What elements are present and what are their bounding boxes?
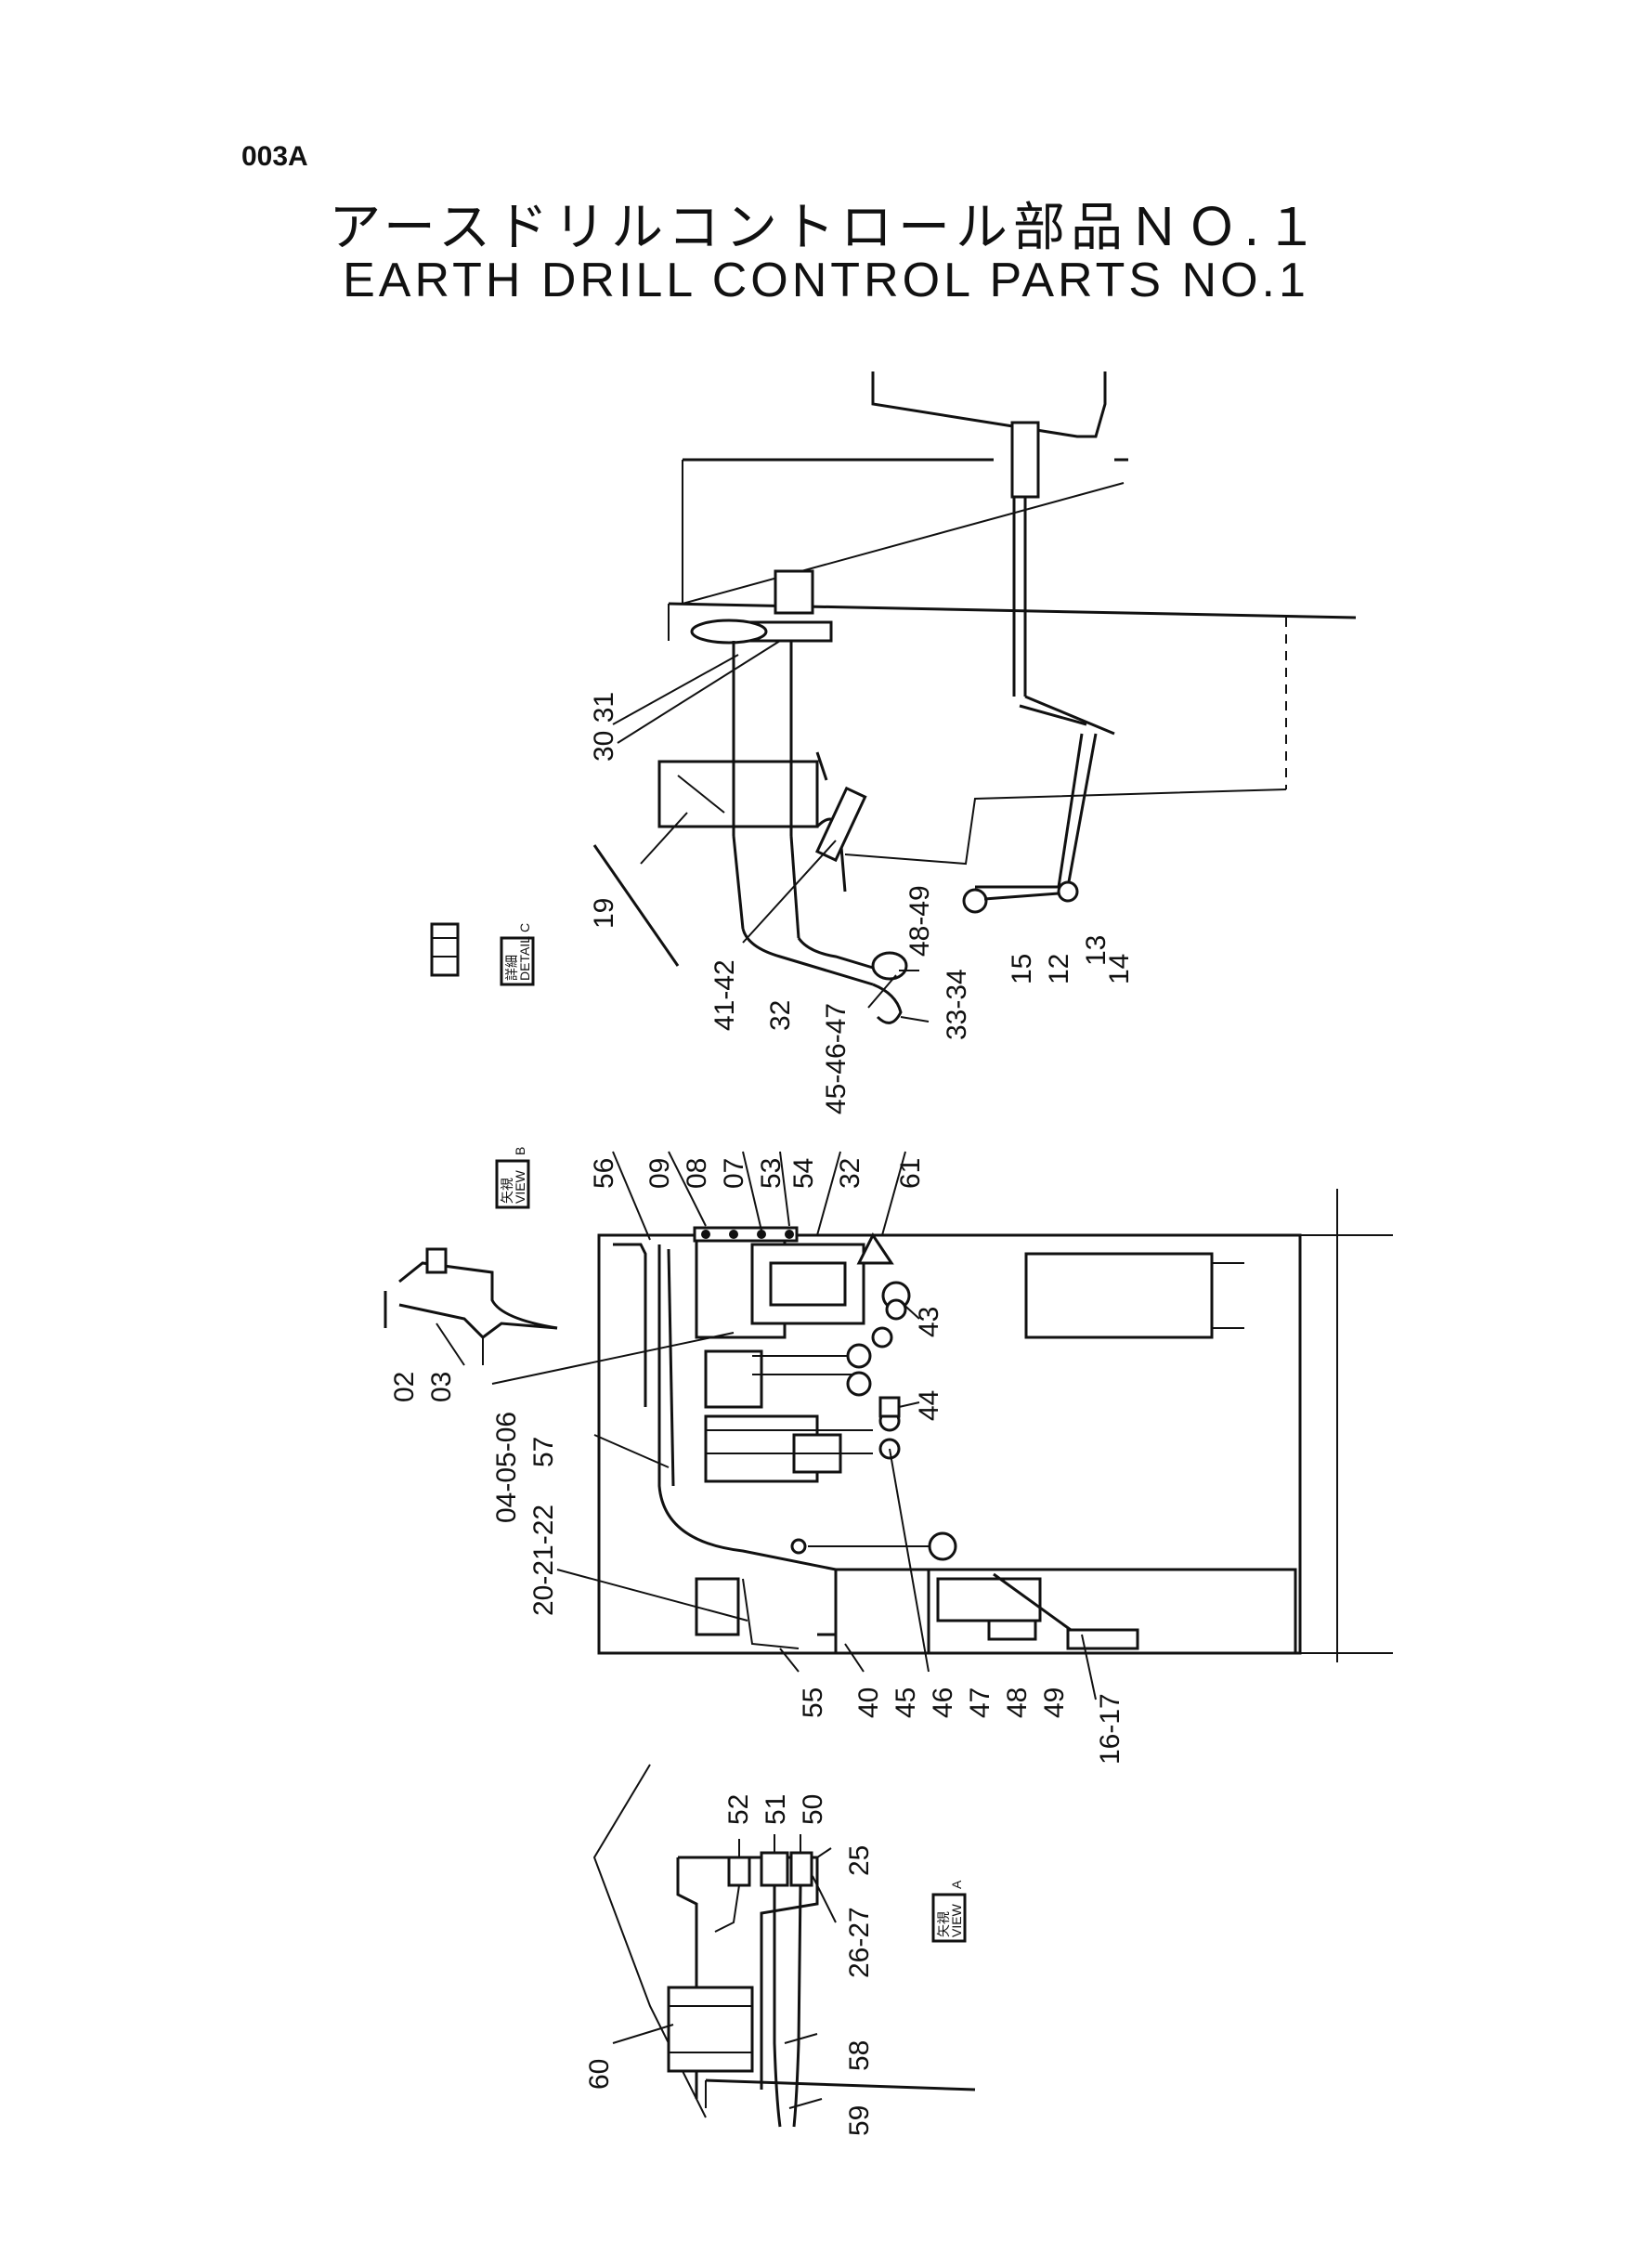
- callout-45-middle: 45: [891, 1687, 921, 1718]
- callout-57: 57: [528, 1437, 559, 1467]
- callout-13: 13: [1081, 935, 1112, 966]
- callout-48-49-top: 48-49: [904, 885, 935, 957]
- view-b-letter: B: [513, 1147, 527, 1155]
- callout-32-middle: 32: [835, 1158, 865, 1189]
- callout-09: 09: [644, 1158, 675, 1189]
- callout-61: 61: [895, 1158, 926, 1189]
- view-a-tag: 矢視 VIEW A: [931, 1880, 967, 1943]
- callout-47-middle: 47: [965, 1687, 995, 1718]
- callout-03: 03: [426, 1372, 457, 1402]
- view-b-sub: VIEW: [513, 1169, 527, 1204]
- bottom-assembly-drawing: 矢視 VIEW A 52 51 50 25 26-27 60 58 59: [584, 1764, 976, 2136]
- callout-41-42: 41-42: [709, 959, 740, 1031]
- callout-56: 56: [589, 1158, 619, 1189]
- callout-32-top: 32: [765, 1000, 796, 1031]
- callout-19: 19: [589, 898, 619, 929]
- callout-40: 40: [853, 1687, 884, 1718]
- callout-08: 08: [682, 1158, 712, 1189]
- callout-49-middle: 49: [1039, 1687, 1070, 1718]
- callout-04-05-06: 04-05-06: [491, 1412, 522, 1523]
- view-a-letter: A: [949, 1880, 964, 1889]
- callout-25: 25: [844, 1845, 875, 1876]
- callout-43: 43: [914, 1307, 944, 1337]
- detail-c-tag: 詳細 DETAIL C: [500, 923, 535, 986]
- callout-12: 12: [1044, 954, 1074, 984]
- callout-30-31: 30 31: [589, 692, 619, 762]
- callout-58: 58: [844, 2040, 875, 2071]
- callout-02: 02: [389, 1372, 420, 1402]
- detail-c-kanji: 詳細: [504, 955, 519, 981]
- callout-55: 55: [798, 1687, 828, 1718]
- top-assembly-drawing: 30 31 19 41-42 32 45-46-47 48-49 33-34 1…: [430, 371, 1357, 1114]
- callout-20-21-22: 20-21-22: [528, 1505, 559, 1616]
- callout-26-27: 26-27: [844, 1907, 875, 1978]
- callout-52: 52: [723, 1794, 754, 1825]
- callout-33-34: 33-34: [942, 969, 972, 1040]
- middle-assembly-drawing: 矢視 VIEW B 02 03 04-05-06 20-21-22 57 56 …: [384, 1147, 1393, 1765]
- detail-c-letter: C: [517, 923, 532, 932]
- callout-15: 15: [1007, 954, 1037, 984]
- callout-14: 14: [1104, 954, 1135, 984]
- page-code: 003A: [241, 141, 308, 172]
- callout-59: 59: [844, 2105, 875, 2136]
- view-b-tag: 矢視 VIEW B: [495, 1147, 530, 1209]
- detail-c-sub: DETAIL: [517, 936, 532, 981]
- title-japanese: アースドリルコントロール部品ＮＯ.１: [329, 198, 1323, 258]
- callout-07: 07: [719, 1158, 749, 1189]
- callout-51: 51: [761, 1794, 791, 1825]
- callout-54: 54: [788, 1158, 819, 1189]
- title-english: EARTH DRILL CONTROL PARTS NO.1: [343, 254, 1309, 307]
- callout-46-middle: 46: [928, 1687, 958, 1718]
- callout-48-middle: 48: [1002, 1687, 1033, 1718]
- view-a-sub: VIEW: [949, 1903, 964, 1937]
- callout-60: 60: [584, 2059, 615, 2090]
- callout-44: 44: [914, 1390, 944, 1421]
- view-a-kanji: 矢視: [936, 1911, 951, 1937]
- callout-50: 50: [798, 1794, 828, 1825]
- callout-45-46-47-top: 45-46-47: [821, 1003, 852, 1114]
- view-b-kanji: 矢視: [500, 1178, 514, 1204]
- callout-16-17: 16-17: [1095, 1693, 1125, 1765]
- callout-53: 53: [756, 1158, 787, 1189]
